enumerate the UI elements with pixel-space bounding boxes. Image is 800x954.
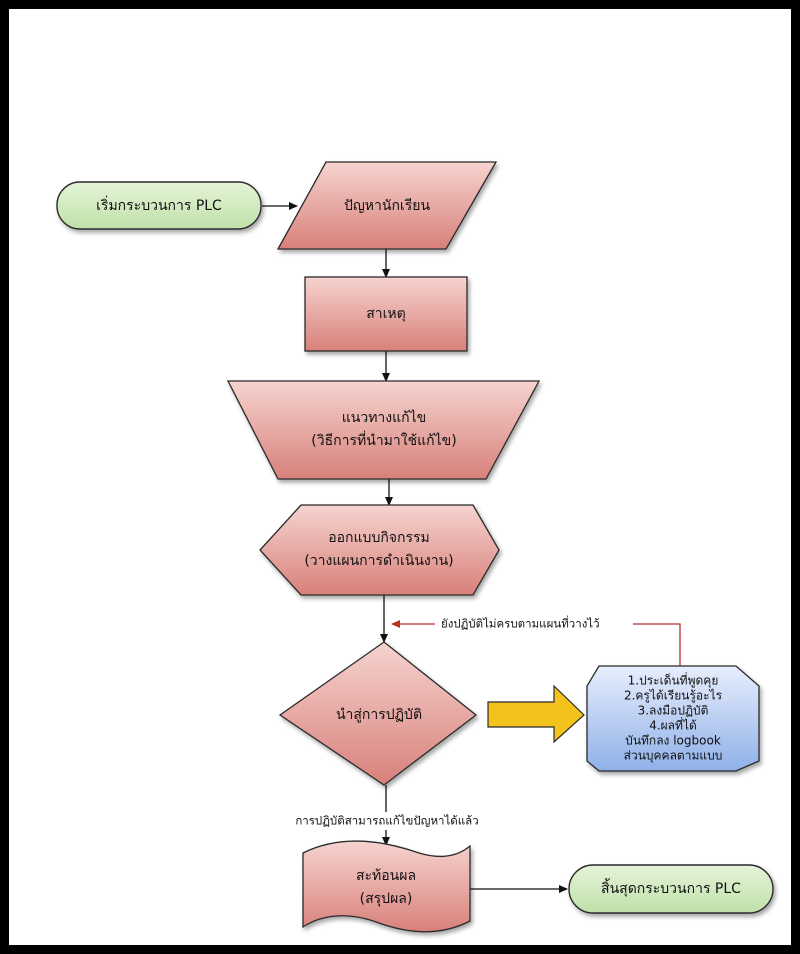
practice-node [278, 641, 478, 786]
reflect-label-line2: (สรุปผล) [360, 891, 413, 907]
reflect-node [302, 840, 471, 933]
flowchart: ยังปฏิบัติไม่ครบตามแผนที่วางไว้ การปฏิบั… [56, 161, 774, 933]
note-line-3: 3.ลงมือปฏิบัติ [638, 704, 709, 718]
end-label: สิ้นสุดกระบวนการ PLC [601, 878, 741, 897]
cause-node [304, 276, 468, 352]
end-node [568, 864, 774, 914]
design-node [259, 504, 500, 596]
reflect-label-line1: สะท้อนผล [356, 868, 416, 884]
done-label: การปฏิบัติสามารถแก้ไขปัญหาได้แล้ว [295, 814, 478, 828]
problem-node [276, 161, 498, 250]
start-label: เริ่มกระบวนการ PLC [96, 196, 222, 214]
done-label-bg [283, 812, 491, 830]
start-node [56, 181, 262, 230]
solution-label-line1: แนวทางแก้ไข [342, 409, 427, 426]
note-line-1: 1.ประเด็นที่พูดคุย [628, 672, 719, 689]
yellow-arrow-icon [487, 684, 585, 744]
note-line-2: 2.ครูได้เรียนรู้อะไร [624, 689, 723, 704]
loop-label-bg [435, 615, 633, 633]
problem-label: ปัญหานักเรียน [344, 198, 430, 214]
cause-label: สาเหตุ [366, 306, 406, 322]
practice-label: นำสู่การปฏิบัติ [336, 707, 422, 723]
diagram-canvas: ยังปฏิบัติไม่ครบตามแผนที่วางไว้ การปฏิบั… [9, 9, 791, 945]
loop-label: ยังปฏิบัติไม่ครบตามแผนที่วางไว้ [441, 616, 600, 631]
solution-node [226, 380, 541, 480]
note-node [586, 665, 760, 772]
note-line-4: 4.ผลที่ได้ [649, 717, 697, 733]
design-label-line1: ออกแบบกิจกรรม [328, 530, 430, 546]
note-line-6: ส่วนบุคคลตามแบบ [624, 749, 723, 764]
design-label-line2: (วางแผนการดำเนินงาน) [304, 553, 453, 569]
note-line-5: บันทึกลง logbook [625, 734, 721, 748]
solution-label-line2: (วิธีการที่นำมาใช้แก้ไข) [311, 431, 456, 449]
